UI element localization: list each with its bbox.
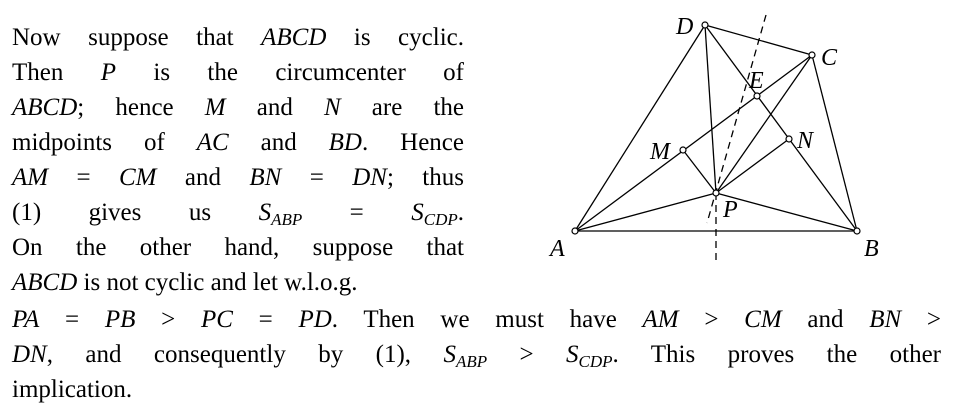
point-B <box>853 227 861 235</box>
text-line: DN, and consequently by (1), SABP > SCDP… <box>12 337 941 372</box>
text-segment: = <box>48 164 119 191</box>
label-E: E <box>748 68 764 94</box>
text-segment: ; hence <box>77 94 205 121</box>
segment-DB <box>704 24 858 232</box>
text-segment: and <box>156 164 250 191</box>
math-symbol: CM <box>744 306 782 333</box>
text-segment: On the other hand, suppose that <box>12 234 464 261</box>
segment-MP <box>682 149 717 194</box>
segment-NP <box>715 138 790 194</box>
subscript: CDP <box>423 210 458 229</box>
point-M <box>679 146 687 154</box>
text-segment: implication. <box>12 376 133 403</box>
text-segment: and <box>781 306 870 333</box>
math-symbol: AM <box>642 306 679 333</box>
point-A <box>571 227 579 235</box>
point-C <box>808 51 816 59</box>
text-line: ABCD is not cyclic and let w.l.o.g. <box>12 265 464 300</box>
math-symbol: P <box>100 59 117 86</box>
text-segment: . Then we must have <box>331 306 643 333</box>
math-symbol: S <box>258 199 272 226</box>
text-segment: . Hence <box>361 129 464 156</box>
math-symbol: ABCD <box>12 94 78 121</box>
text-segment: . This proves the other <box>612 341 941 368</box>
text-line: implication. <box>12 372 941 407</box>
text-segment: . <box>457 199 464 226</box>
text-segment: (1) gives us <box>12 199 259 226</box>
math-symbol: AM <box>12 164 49 191</box>
text-segment: = <box>232 306 299 333</box>
text-segment: = <box>302 199 412 226</box>
text-line: ABCD; hence M and N are the <box>12 90 464 125</box>
text-segment: = <box>39 306 105 333</box>
label-P: P <box>722 197 738 223</box>
text-line: On the other hand, suppose that <box>12 230 464 265</box>
segment-CB <box>811 54 858 232</box>
math-symbol: DN <box>352 164 387 191</box>
segment-CP <box>715 54 813 194</box>
text-segment: and <box>228 129 329 156</box>
segment-BP <box>715 192 858 232</box>
point-E <box>753 92 761 100</box>
math-symbol: DN <box>12 341 47 368</box>
label-C: C <box>821 45 838 71</box>
dashed-line-E <box>706 14 767 224</box>
point-D <box>701 21 709 29</box>
text-segment: are the <box>340 94 464 121</box>
segment-AD <box>574 24 706 232</box>
math-symbol: AC <box>196 129 229 156</box>
text-segment: , and consequently by (1), <box>46 341 444 368</box>
text-segment: = <box>281 164 353 191</box>
text-segment: > <box>678 306 745 333</box>
segment-AP <box>574 192 717 232</box>
label-A: A <box>548 236 565 262</box>
text-segment: is the circumcenter of <box>116 59 464 86</box>
math-symbol: PD <box>298 306 332 333</box>
label-N: N <box>796 128 815 154</box>
math-symbol: BD <box>328 129 362 156</box>
text-segment: ; thus <box>386 164 464 191</box>
math-symbol: BN <box>249 164 282 191</box>
subscript: CDP <box>578 352 613 371</box>
math-symbol: ABCD <box>261 24 327 51</box>
subscript: ABP <box>455 352 488 371</box>
text-segment: is not cyclic and let w.l.o.g. <box>77 269 358 296</box>
math-symbol: CM <box>119 164 157 191</box>
math-symbol: PC <box>200 306 233 333</box>
text-segment: and <box>225 94 324 121</box>
segment-AC <box>574 54 813 232</box>
point-N <box>785 135 793 143</box>
label-M: M <box>649 139 672 165</box>
text-segment: midpoints of <box>12 129 197 156</box>
math-symbol: S <box>443 341 456 368</box>
text-segment: Then <box>12 59 101 86</box>
math-symbol: PB <box>104 306 136 333</box>
text-segment: > <box>135 306 201 333</box>
math-symbol: ABCD <box>12 269 78 296</box>
text-line: Then P is the circumcenter of <box>12 55 464 90</box>
text-line: (1) gives us SABP = SCDP. <box>12 195 464 230</box>
math-symbol: S <box>566 341 579 368</box>
text-segment: is cyclic. <box>326 24 464 51</box>
math-symbol: S <box>411 199 424 226</box>
text-segment: > <box>901 306 941 333</box>
math-symbol: BN <box>869 306 902 333</box>
math-symbol: PA <box>12 306 40 333</box>
math-symbol: M <box>204 94 226 121</box>
paragraph-full: PA = PB > PC = PD. Then we must have AM … <box>12 302 941 407</box>
math-symbol: N <box>323 94 341 121</box>
text-line: Now suppose that ABCD is cyclic. <box>12 20 464 55</box>
text-segment: Now suppose that <box>12 24 262 51</box>
text-line: AM = CM and BN = DN; thus <box>12 160 464 195</box>
label-B: B <box>864 236 879 262</box>
subscript: ABP <box>271 210 303 229</box>
paragraph-column: Now suppose that ABCD is cyclic.Then P i… <box>12 20 464 300</box>
label-D: D <box>675 14 693 40</box>
segment-DP <box>704 24 717 194</box>
text-line: PA = PB > PC = PD. Then we must have AM … <box>12 302 941 337</box>
text-segment: > <box>487 341 567 368</box>
text-line: midpoints of AC and BD. Hence <box>12 125 464 160</box>
point-P <box>712 189 720 197</box>
